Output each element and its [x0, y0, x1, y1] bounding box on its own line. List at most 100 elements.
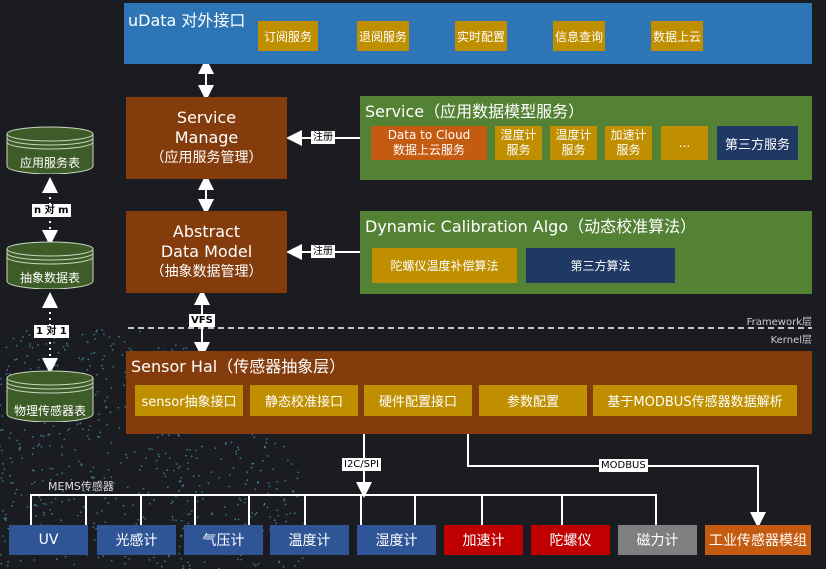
particle-dot — [147, 491, 150, 494]
particle-dot — [254, 513, 256, 516]
particle-dot — [9, 474, 11, 477]
particle-dot — [79, 422, 82, 425]
service-manage-box[interactable]: Service Manage （应用服务管理） — [126, 97, 287, 179]
particle-dot — [50, 364, 53, 367]
particle-dot — [48, 433, 51, 436]
app-service-table-db[interactable]: 应用服务表 — [6, 126, 94, 175]
particle-dot — [94, 393, 97, 396]
particle-dot — [2, 509, 4, 512]
particle-dot — [170, 502, 173, 505]
sensor-box[interactable]: 光感计 — [97, 525, 176, 555]
particle-dot — [180, 557, 183, 560]
sensor-abstract-interface[interactable]: sensor抽象接口 — [135, 385, 243, 416]
particle-dot — [12, 337, 15, 340]
particle-dot — [76, 514, 79, 517]
data-to-cloud-service[interactable]: Data to Cloud 数据上云服务 — [371, 126, 487, 160]
particle-dot — [61, 445, 63, 448]
parameter-config[interactable]: 参数配置 — [479, 385, 587, 416]
realtime-config-button[interactable]: 实时配置 — [455, 21, 507, 51]
particle-dot — [40, 446, 43, 448]
sensor-hal-title: Sensor Hal（传感器抽象层） — [131, 357, 346, 376]
particle-dot — [210, 471, 213, 474]
gyro-temp-compensation-algo[interactable]: 陀螺仪温度补偿算法 — [372, 248, 517, 283]
particle-dot — [0, 383, 3, 386]
particle-dot — [189, 448, 192, 451]
particle-dot — [277, 514, 280, 517]
particle-dot — [33, 559, 36, 561]
particle-dot — [89, 470, 92, 473]
unsubscribe-service-button[interactable]: 退阅服务 — [357, 21, 409, 51]
particle-dot — [174, 344, 177, 347]
particle-dot — [171, 500, 174, 503]
sensor-box[interactable]: 陀螺仪 — [531, 525, 610, 555]
sensor-box[interactable]: 湿度计 — [357, 525, 436, 555]
particle-dot — [273, 519, 276, 522]
abstract-data-table-db[interactable]: 抽象数据表 — [6, 241, 94, 290]
accelerometer-service[interactable]: 加速计 服务 — [605, 126, 652, 160]
particle-dot — [68, 465, 70, 468]
info-query-button[interactable]: 信息查询 — [553, 21, 605, 51]
particle-dot — [89, 425, 92, 427]
sensor-box[interactable]: 温度计 — [270, 525, 349, 555]
particle-dot — [45, 343, 48, 345]
physical-sensor-table-db[interactable]: 物理传感器表 — [6, 370, 94, 423]
particle-dot — [70, 478, 73, 481]
particle-dot — [194, 449, 197, 452]
third-party-algo[interactable]: 第三方算法 — [526, 248, 675, 283]
particle-dot — [103, 333, 105, 335]
particle-dot — [99, 431, 102, 434]
sensor-box[interactable]: 磁力计 — [618, 525, 697, 555]
particle-dot — [182, 565, 185, 567]
humidity-service[interactable]: 湿度计 服务 — [495, 126, 542, 160]
hardware-config-interface[interactable]: 硬件配置接口 — [364, 385, 472, 416]
particle-dot — [124, 405, 127, 408]
industrial-sensor-module[interactable]: 工业传感器模组 — [705, 525, 811, 555]
particle-dot — [196, 457, 198, 460]
particle-dot — [33, 481, 36, 484]
particle-dot — [197, 475, 200, 477]
sensor-box[interactable]: 气压计 — [184, 525, 263, 555]
particle-dot — [293, 512, 296, 515]
modbus-data-parsing[interactable]: 基于MODBUS传感器数据解析 — [593, 385, 797, 416]
particle-dot — [269, 516, 272, 518]
udata-title: uData 对外接口 — [128, 11, 246, 30]
particle-dot — [51, 468, 54, 470]
particle-dot — [56, 473, 59, 476]
particle-dot — [83, 489, 86, 492]
particle-dot — [285, 520, 288, 523]
accelerometer-service-line1: 加速计 — [610, 128, 647, 142]
data-to-cloud-button[interactable]: 数据上云 — [651, 21, 703, 51]
particle-dot — [49, 508, 52, 511]
particle-dot — [130, 349, 133, 352]
particle-dot — [90, 352, 93, 355]
particle-dot — [244, 523, 247, 526]
particle-dot — [148, 559, 151, 561]
static-calibration-interface[interactable]: 静态校准接口 — [250, 385, 358, 416]
particle-dot — [118, 335, 120, 338]
abstract-data-model-box[interactable]: Abstract Data Model （抽象数据管理） — [126, 211, 287, 293]
more-services[interactable]: ... — [661, 126, 708, 160]
particle-dot — [185, 454, 187, 457]
vfs-label: VFS — [189, 314, 215, 327]
particle-dot — [163, 472, 166, 475]
particle-dot — [62, 490, 64, 492]
particle-dot — [230, 441, 233, 444]
particle-dot — [1, 535, 4, 537]
particle-dot — [15, 344, 18, 347]
particle-dot — [289, 512, 292, 515]
particle-dot — [14, 492, 17, 495]
third-party-service[interactable]: 第三方服务 — [717, 126, 798, 160]
particle-dot — [265, 441, 268, 444]
temperature-service[interactable]: 温度计 服务 — [550, 126, 597, 160]
particle-dot — [73, 498, 76, 501]
particle-dot — [251, 512, 254, 514]
sensor-box[interactable]: 加速计 — [444, 525, 523, 555]
particle-dot — [105, 378, 108, 380]
particle-dot — [128, 347, 131, 350]
particle-dot — [138, 330, 141, 333]
particle-dot — [19, 559, 22, 562]
particle-dot — [187, 462, 189, 464]
particle-dot — [3, 517, 5, 520]
sensor-box[interactable]: UV — [9, 525, 88, 555]
subscribe-service-button[interactable]: 订阅服务 — [258, 21, 318, 51]
